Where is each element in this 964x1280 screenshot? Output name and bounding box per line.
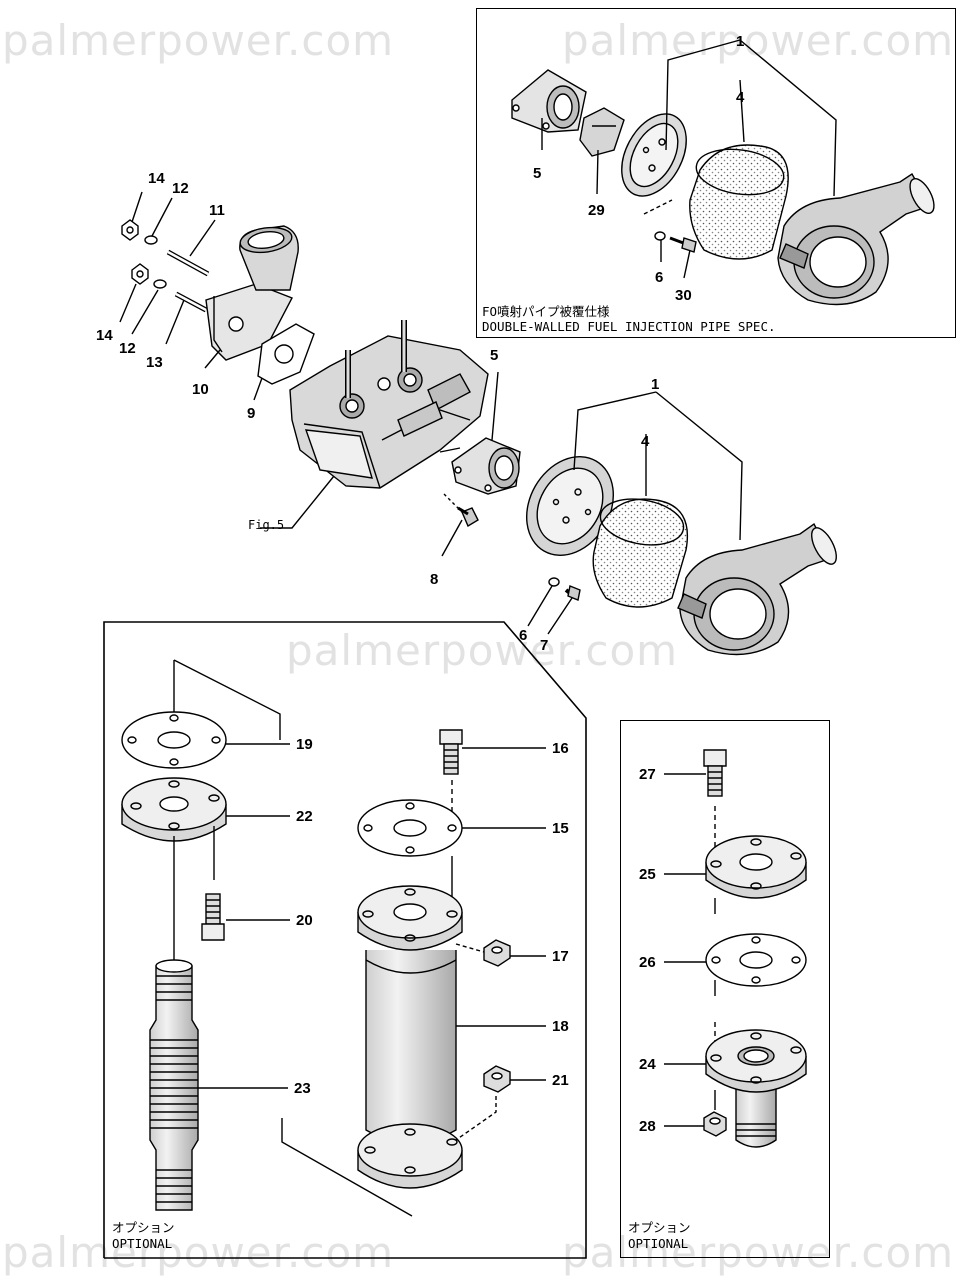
callout-13: 13 [146,354,163,371]
callout-17: 17 [552,948,569,965]
nut-part-14-lower [131,263,149,285]
optional-frame-left [103,621,587,1259]
watermark-top-left: palmerpower.com [2,16,395,65]
optional-frame-right [620,720,830,1258]
gasket-part-19 [121,711,227,769]
bolt-part-8 [443,493,479,528]
stud-part-13 [174,291,208,313]
pipe-part-23 [149,959,199,1211]
callout-12-upper: 12 [172,180,189,197]
optional-right-assembly [664,749,807,1148]
washer-part-6 [548,577,560,587]
nut-part-17 [483,939,511,967]
callout-26: 26 [639,954,656,971]
optional-label-left-en: OPTIONAL [112,1236,173,1251]
flange-part-25 [705,835,807,899]
callout-1: 1 [651,376,660,393]
callout-6: 6 [519,627,528,644]
watermark-top-right: palmerpower.com [562,16,955,65]
callout-4-inset: 4 [736,89,745,106]
callout-24: 24 [639,1056,656,1073]
callout-29: 29 [588,202,605,219]
callout-21: 21 [552,1072,569,1089]
callout-1-inset: 1 [736,33,745,50]
callout-11: 11 [209,202,225,219]
nut-part-21 [483,1065,511,1093]
cylinder-head-block [289,320,489,489]
callout-18: 18 [552,1018,569,1035]
elbow-part-10 [205,225,299,361]
callout-25: 25 [639,866,656,883]
callout-8: 8 [430,571,439,588]
nut-part-28 [703,1111,727,1137]
inset-assembly [511,39,935,306]
callout-10: 10 [192,381,209,398]
washer-part-12-upper [144,235,158,245]
inset-bolt-part-30 [654,231,697,253]
optional-left-assembly [121,659,546,1217]
plate-main [525,456,615,556]
gasket-part-9 [257,323,315,385]
nut-part-14-upper [121,219,139,241]
cover-part-1 [677,522,838,656]
callout-23: 23 [294,1080,311,1097]
inset-adapter-part-29 [579,107,625,157]
callout-20: 20 [296,912,313,929]
watermark-center: palmerpower.com [286,626,679,675]
watermark-bottom-right: palmerpower.com [562,1228,955,1277]
inset-elbow-part-5 [511,69,587,133]
callout-16: 16 [552,740,569,757]
bolt-part-20 [201,893,225,941]
callout-22: 22 [296,808,313,825]
filter-element-part-4 [592,498,688,608]
callout-28: 28 [639,1118,656,1135]
callout-12-lower: 12 [119,340,136,357]
callout-27: 27 [639,766,656,783]
figure-reference-label: Fig.5 [248,518,285,532]
bolt-part-27 [703,749,727,797]
callout-4: 4 [641,433,650,450]
flange-part-24 [705,1029,807,1148]
callout-5: 5 [490,347,499,364]
bolt-part-7 [564,585,581,601]
callout-14-upper: 14 [148,170,165,187]
callout-6-inset: 6 [655,269,664,286]
watermark-bottom-left: palmerpower.com [2,1228,395,1277]
gasket-part-26 [705,933,807,987]
callout-9: 9 [247,405,256,422]
flange-part-22 [121,777,227,842]
callout-19: 19 [296,736,313,753]
bolt-part-16 [439,729,463,775]
inset-cover-part-1 [777,172,935,306]
stud-part-11 [166,249,210,277]
callout-5-inset: 5 [533,165,542,182]
inset-caption-en: DOUBLE-WALLED FUEL INJECTION PIPE SPEC. [482,319,776,334]
callout-14-lower: 14 [96,327,113,344]
inset-frame-fuel-pipe-spec [476,8,956,338]
inset-caption-jp: FO噴射パイプ被覆仕様 [482,304,610,319]
cylinder-head-assembly [119,191,838,656]
optional-label-right-en: OPTIONAL [628,1236,689,1251]
optional-label-right-jp: オプション [628,1220,691,1235]
optional-label-left-jp: オプション [112,1220,175,1235]
washer-part-12-lower [153,279,167,289]
callout-30: 30 [675,287,692,304]
gasket-part-15 [357,799,463,857]
callout-15: 15 [552,820,569,837]
elbow-part-5 [451,437,521,495]
silencer-part-18 [357,885,463,1189]
inset-filter-element-part-4 [689,144,789,260]
callout-7: 7 [540,637,549,654]
